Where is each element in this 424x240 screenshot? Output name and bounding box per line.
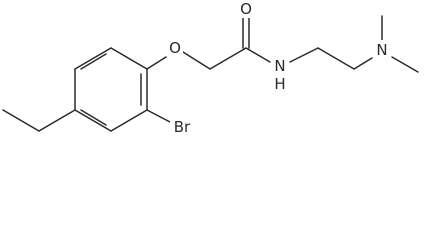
ch2-to-carbonyl-bond [209, 47, 247, 70]
ch2-to-ch2-bond [317, 47, 355, 70]
ring-bond-3 [110, 109, 148, 132]
oxygen-carbonyl-bg [238, 0, 254, 18]
amine-methyl-right-bond [391, 56, 419, 73]
nitrogen-amine-label: N [376, 41, 387, 59]
carbonyl-to-nh-bond [245, 47, 271, 63]
nh-to-ch2-bond [289, 47, 319, 63]
ethyl-bond-1 [38, 109, 76, 132]
nitrogen-amide-bg [272, 58, 288, 90]
oxygen-ether-bg [167, 38, 183, 58]
ethyl-group [2, 109, 76, 132]
side-chain [146, 15, 419, 73]
ring-double-bond-3 [80, 53, 107, 70]
oxygen-ether-label: O [169, 39, 181, 57]
ch2-to-amine-bond [353, 57, 373, 70]
nitrogen-amide-label: N [274, 57, 285, 75]
chemical-structure-diagram: O O N H N Br [2, 0, 419, 138]
ring-bond-4 [74, 109, 112, 132]
ring-to-ether-bond [146, 56, 167, 70]
ethyl-bond-2 [2, 109, 40, 132]
bromine-label: Br [174, 118, 191, 136]
ether-to-ch2-bond [182, 51, 211, 70]
oxygen-carbonyl-label: O [240, 0, 252, 18]
ring-bond-6 [74, 47, 112, 70]
bromine-bond [146, 109, 171, 123]
hydrogen-amide-label: H [274, 75, 285, 93]
nitrogen-amine-bg [374, 40, 390, 60]
benzene-ring [74, 47, 148, 132]
bromine-bg [170, 118, 194, 138]
ring-double-bond-2 [80, 109, 107, 126]
ring-bond-1 [110, 47, 148, 70]
